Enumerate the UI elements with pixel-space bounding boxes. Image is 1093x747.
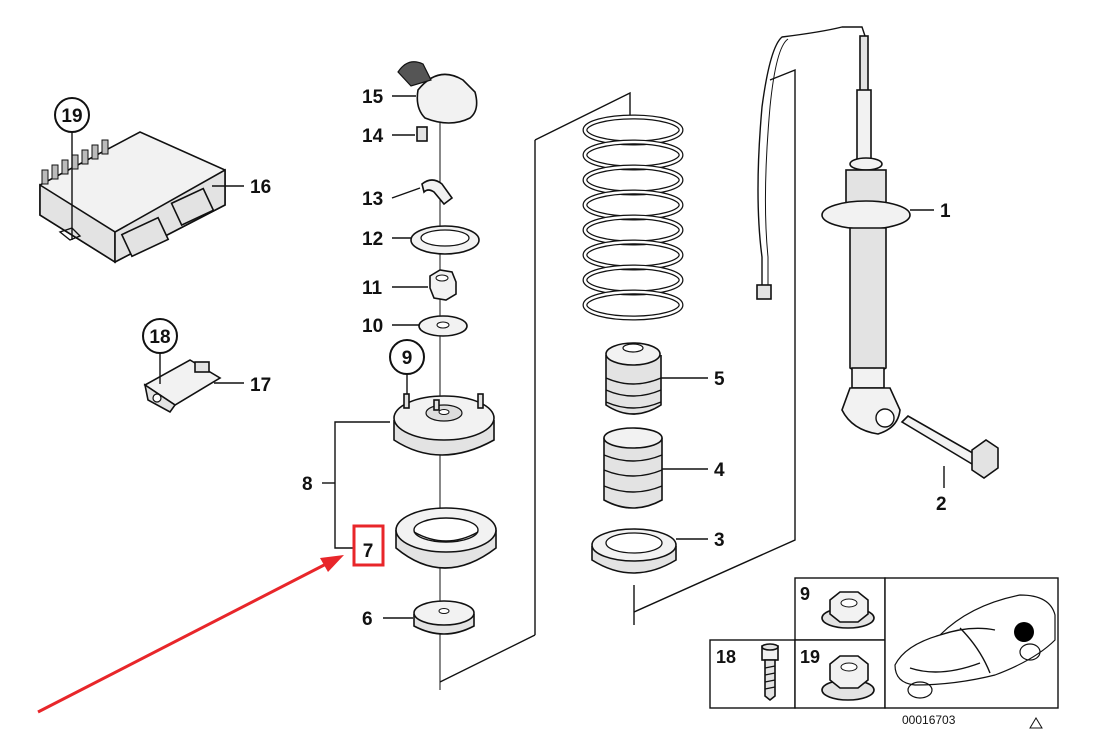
diagram-reference-number: 00016703 bbox=[902, 713, 956, 727]
label-1: 1 bbox=[940, 201, 951, 222]
spring-pad-part-3[interactable] bbox=[591, 528, 677, 574]
elbow-part-13[interactable] bbox=[421, 179, 454, 206]
label-9: 9 bbox=[402, 348, 413, 369]
triangle-icon bbox=[1029, 717, 1043, 729]
bolt-part-2[interactable] bbox=[900, 415, 999, 479]
assembly-frame-lines bbox=[439, 68, 796, 683]
label-18: 18 bbox=[149, 327, 170, 348]
label-17: 17 bbox=[250, 375, 271, 396]
location-dot-icon bbox=[1014, 622, 1034, 642]
top-mount-part-8[interactable] bbox=[393, 393, 495, 456]
flange-nut-icon bbox=[821, 591, 875, 629]
label-7: 7 bbox=[363, 541, 374, 562]
spring-seat-part-7[interactable] bbox=[395, 507, 497, 569]
legend-label-19: 19 bbox=[800, 647, 820, 667]
cap-part-15[interactable] bbox=[397, 61, 478, 124]
coil-spring[interactable] bbox=[582, 114, 684, 321]
sensor-part-17[interactable] bbox=[143, 359, 222, 414]
control-unit-part-16[interactable] bbox=[39, 131, 226, 264]
label-15: 15 bbox=[362, 87, 384, 108]
label-11: 11 bbox=[362, 278, 383, 299]
callout-circle-19 bbox=[54, 97, 90, 133]
washer-part-10[interactable] bbox=[418, 315, 468, 337]
label-10: 10 bbox=[362, 316, 383, 337]
red-arrow-icon bbox=[37, 555, 344, 714]
label-13: 13 bbox=[362, 189, 383, 210]
bump-stop-part-5[interactable] bbox=[605, 342, 662, 415]
legend-label-9: 9 bbox=[800, 584, 810, 604]
label-4: 4 bbox=[714, 460, 725, 481]
car-location-icon bbox=[894, 594, 1056, 699]
bracket-8 bbox=[334, 421, 390, 549]
shock-absorber-part-1[interactable] bbox=[756, 26, 911, 435]
nut-part-11[interactable] bbox=[429, 269, 457, 301]
flange-nut-icon-2 bbox=[821, 655, 875, 701]
highlight-box-7 bbox=[352, 524, 385, 567]
label-19: 19 bbox=[61, 106, 82, 127]
clip-part-14[interactable] bbox=[416, 126, 428, 142]
legend-label-18: 18 bbox=[716, 647, 736, 667]
protective-tube-part-4[interactable] bbox=[603, 427, 663, 509]
legend-cell-18 bbox=[709, 639, 796, 709]
ring-part-12[interactable] bbox=[410, 225, 480, 255]
screw-icon bbox=[761, 643, 779, 702]
label-3: 3 bbox=[714, 530, 725, 551]
label-14: 14 bbox=[362, 126, 384, 147]
cap-part-6[interactable] bbox=[413, 600, 475, 635]
label-12: 12 bbox=[362, 229, 383, 250]
label-16: 16 bbox=[250, 177, 271, 198]
callout-circle-18 bbox=[142, 318, 178, 354]
label-6: 6 bbox=[362, 609, 373, 630]
leader-13 bbox=[391, 187, 421, 199]
label-8: 8 bbox=[302, 474, 313, 495]
label-2: 2 bbox=[936, 494, 947, 515]
label-5: 5 bbox=[714, 369, 725, 390]
